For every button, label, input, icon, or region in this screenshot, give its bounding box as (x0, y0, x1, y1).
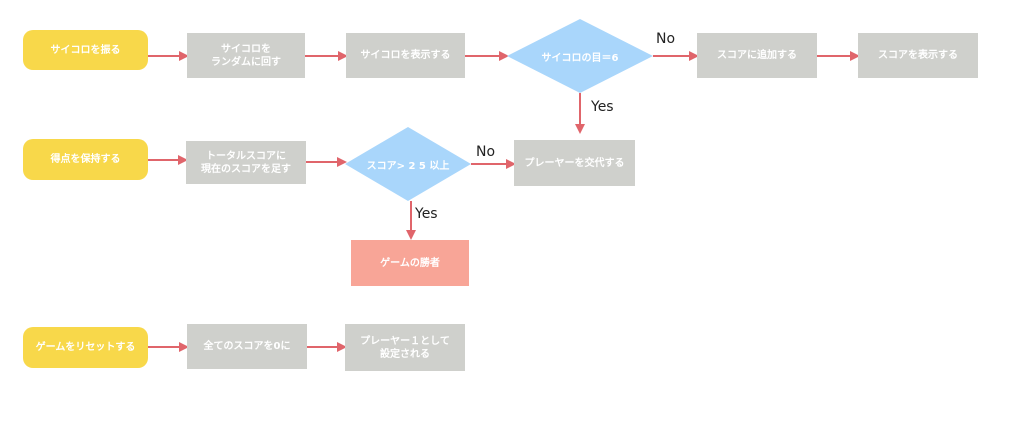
node-game-winner: ゲームの勝者 (351, 240, 469, 286)
decision-diamond-shape (507, 19, 653, 93)
node-zero-scores: 全てのスコアを0に (187, 324, 307, 369)
decision-dice-equals-6: サイコロの目＝6 (507, 19, 653, 93)
label-yes-row2: Yes (415, 206, 438, 222)
node-keep-score: 得点を保持する (23, 139, 148, 180)
label-yes-row1: Yes (591, 99, 614, 115)
node-add-to-total: トータルスコアに 現在のスコアを足す (186, 141, 306, 184)
decision-dice-label: サイコロの目＝6 (541, 52, 619, 64)
decision-score-over-25: スコア> 2 5 以上 (345, 127, 471, 201)
node-reset-game: ゲームをリセットする (23, 327, 148, 368)
decision-score-label: スコア> 2 5 以上 (366, 160, 450, 172)
node-show-score: スコアを表示する (858, 33, 978, 78)
node-add-score: スコアに追加する (697, 33, 817, 78)
decision-diamond-shape (345, 127, 471, 201)
node-display-dice: サイコロを表示する (346, 33, 465, 78)
label-no-row2: No (476, 144, 496, 160)
node-randomize-dice: サイコロを ランダムに回す (187, 33, 305, 78)
node-roll-dice: サイコロを振る (23, 30, 148, 70)
label-no-row1: No (656, 31, 676, 47)
node-swap-player: プレーヤーを交代する (514, 140, 635, 186)
node-set-player1: プレーヤー１として 設定される (345, 324, 465, 371)
